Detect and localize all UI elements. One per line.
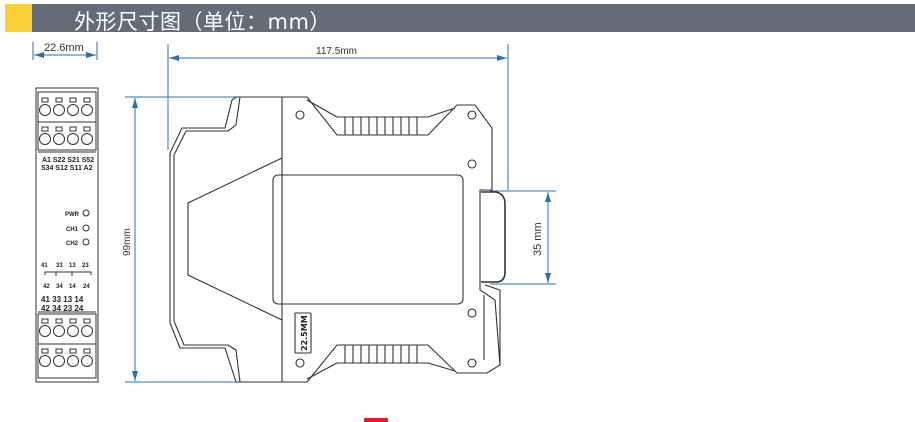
terminal-labels-bottom-2: 42 34 23 24: [41, 304, 84, 313]
side-length-label: 117.5mm: [316, 46, 357, 57]
contact-labels-bottom: 42 34 14 24: [43, 284, 90, 290]
led-label-ch2: CH2: [66, 241, 79, 247]
front-width-label: 22.6mm: [44, 42, 84, 54]
side-label: 22.5MM: [300, 315, 309, 351]
svg-text:42: 42: [43, 284, 50, 290]
terminal-labels-top-1: A1 S22 S21 S52: [42, 157, 94, 164]
page-title: 外形尺寸图（单位：mm）: [74, 10, 331, 34]
svg-text:24: 24: [83, 284, 90, 290]
header-accent: [5, 4, 32, 32]
dimension-lines: [32, 42, 556, 383]
terminal-screws: [39, 97, 93, 367]
led-label-ch1: CH1: [66, 227, 79, 233]
svg-text:33: 33: [56, 263, 63, 269]
rail-label: 35 mm: [532, 222, 544, 256]
svg-text:34: 34: [56, 284, 63, 290]
svg-text:23: 23: [82, 263, 89, 269]
svg-text:13: 13: [69, 263, 76, 269]
contact-labels-top: 41 33 13 23: [41, 263, 89, 269]
front-view: [35, 87, 99, 383]
svg-text:41: 41: [41, 263, 48, 269]
terminal-labels-top-2: S34 S12 S11 A2: [41, 165, 93, 172]
height-label: 99mm: [122, 228, 133, 256]
led-label-pwr: PWR: [65, 212, 80, 218]
red-mark: [364, 418, 388, 422]
svg-text:14: 14: [69, 284, 76, 290]
terminal-labels-bottom-1: 41 33 13 14: [41, 295, 84, 304]
vent-fins: [306, 99, 456, 380]
header-bar: 外形尺寸图（单位：mm）: [32, 4, 915, 34]
side-view: [169, 96, 506, 383]
